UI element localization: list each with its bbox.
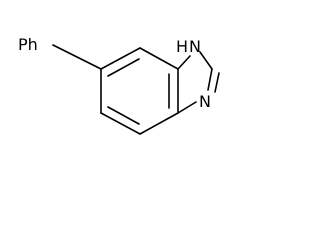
n3-nitrogen-label: N <box>199 92 211 111</box>
bond-c2-n3-double <box>214 72 220 93</box>
bond-c2-n3 <box>207 68 213 91</box>
bond-c7a-n1 <box>177 55 191 70</box>
bond-ring-4 <box>139 112 179 135</box>
chemical-structure: Ph H N N <box>18 35 220 135</box>
phenyl-label: Ph <box>18 35 38 54</box>
bond-phenyl-to-ring <box>52 44 102 70</box>
bond-ring-5 <box>100 112 141 135</box>
bond-lines <box>52 44 220 135</box>
n1-nitrogen-label: N <box>189 37 201 56</box>
bond-n3-c3a <box>177 101 197 114</box>
bond-ring-inner-1 <box>107 58 140 77</box>
bond-ring-2 <box>139 47 179 70</box>
bond-n1-c2 <box>199 51 213 70</box>
bond-ring-inner-3 <box>107 106 140 125</box>
bond-ring-1 <box>100 47 141 70</box>
nh-hydrogen-label: H <box>176 37 188 56</box>
